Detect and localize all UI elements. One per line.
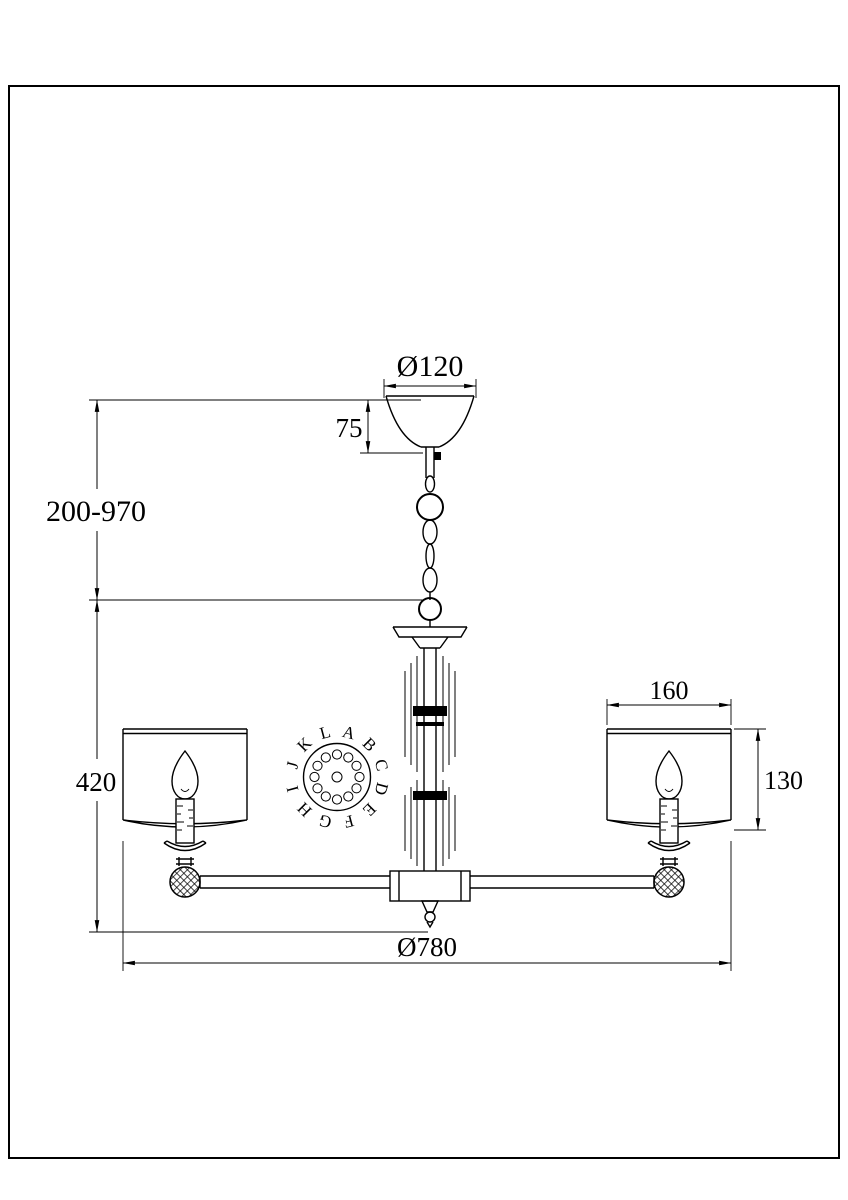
dim-canopy-height-label: 75 (336, 413, 363, 443)
arm-label-j: J (283, 759, 303, 771)
dim-overall-diameter-label: Ø780 (397, 932, 457, 962)
arm-label-d: D (371, 781, 393, 798)
arm-label-b: B (359, 734, 380, 755)
dim-fixture-height-label: 420 (76, 767, 117, 797)
chain-link (424, 475, 436, 493)
top-view-center (331, 771, 343, 783)
body-top-ring (418, 597, 442, 621)
top-view-lamp-dots (309, 749, 365, 805)
top-view-detail: A B C D E F G H I J K L (283, 722, 393, 832)
chain-link (422, 567, 438, 593)
crystal-rods-lower (404, 780, 456, 866)
chain-link (422, 519, 438, 545)
right-lamp (606, 728, 732, 898)
arm-label-l: L (318, 722, 333, 743)
body-band-upper (413, 706, 447, 716)
hub-detail (398, 871, 462, 901)
dim-suspension-range-label: 200-970 (46, 495, 146, 528)
suspension-chain (416, 475, 444, 627)
candle-connector (176, 857, 194, 866)
finial-tip (426, 921, 434, 929)
ceiling-canopy (385, 395, 475, 478)
arm-label-h: H (293, 798, 315, 820)
arm-label-g: G (317, 811, 334, 833)
candle-drips (177, 805, 193, 831)
body-band-middle (416, 722, 444, 726)
arm-label-i: I (283, 783, 303, 794)
finial-ball (424, 911, 436, 923)
left-arm (199, 875, 390, 889)
arm-bar (199, 875, 390, 889)
arm-label-e: E (359, 799, 380, 820)
dim-overall-diameter: Ø780 (122, 841, 732, 971)
left-lamp (122, 728, 248, 898)
dim-canopy-diameter: Ø120 (383, 350, 477, 398)
dim-shade-width: 160 (606, 676, 732, 725)
arm-label-k: K (293, 733, 316, 756)
page-border (8, 85, 840, 1159)
dim-shade-height: 130 (734, 728, 803, 831)
top-view-ring (302, 742, 372, 812)
arm-hub (389, 870, 471, 902)
body-column (423, 648, 437, 871)
hanging-loop (416, 493, 444, 521)
arm-label-a: A (341, 722, 358, 744)
body-band-lower (413, 791, 447, 800)
chain-link (425, 543, 435, 569)
arm-bar (470, 875, 655, 889)
arm-sphere (169, 866, 201, 898)
dim-suspension-range: 200-970 (46, 399, 423, 601)
bulb-filament (180, 788, 190, 792)
finial-cone (420, 900, 440, 913)
canopy-stem (425, 447, 435, 478)
body-neck (411, 636, 449, 649)
dim-shade-height-label: 130 (764, 766, 803, 795)
body-cap (392, 626, 468, 638)
canopy-outline (385, 395, 475, 448)
dim-canopy-diameter-label: Ø120 (397, 350, 464, 383)
arm-label-c: C (371, 757, 392, 773)
bobeche-dish (163, 840, 207, 852)
right-arm (470, 875, 655, 889)
arm-label-f: F (342, 811, 356, 832)
dim-shade-width-label: 160 (650, 676, 689, 705)
dim-canopy-height: 75 (336, 399, 423, 454)
dim-fixture-height: 420 (76, 599, 428, 933)
stem-screw (434, 452, 441, 460)
chandelier-body (389, 626, 471, 929)
lamp-shade (122, 728, 248, 820)
